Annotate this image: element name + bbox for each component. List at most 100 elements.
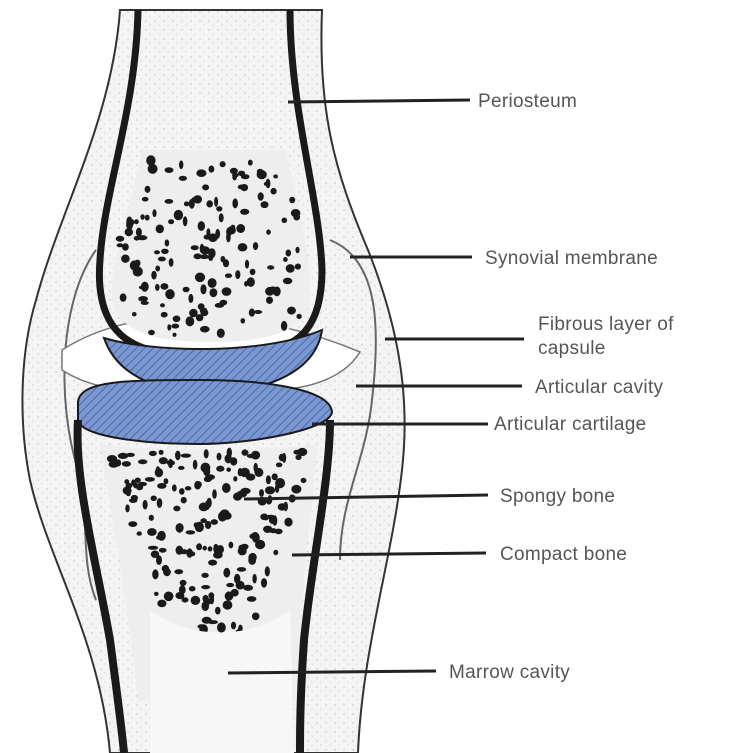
- trabecular-pore: [202, 617, 212, 624]
- trabecular-pore: [263, 526, 272, 533]
- trabecular-pore: [273, 174, 278, 178]
- trabecular-pore: [266, 229, 271, 234]
- trabecular-pore: [134, 219, 139, 224]
- trabecular-pore: [204, 235, 210, 240]
- trabecular-pore: [284, 518, 292, 527]
- trabecular-pore: [131, 495, 138, 501]
- trabecular-pore: [249, 309, 255, 317]
- label-marrow-cavity: Marrow cavity: [449, 662, 570, 683]
- trabecular-pore: [124, 479, 129, 484]
- trabecular-pore: [283, 278, 293, 285]
- trabecular-pore: [191, 245, 199, 250]
- trabecular-pore: [254, 463, 258, 473]
- trabecular-pore: [136, 228, 142, 237]
- trabecular-pore: [225, 273, 232, 278]
- trabecular-pore: [260, 514, 268, 521]
- label-articular-cavity: Articular cavity: [535, 377, 664, 398]
- trabecular-pore: [122, 461, 131, 467]
- trabecular-pore: [252, 574, 256, 584]
- trabecular-pore: [231, 225, 236, 230]
- trabecular-pore: [208, 560, 217, 566]
- trabecular-pore: [165, 239, 170, 246]
- trabecular-pore: [173, 316, 181, 323]
- trabecular-pore: [229, 542, 234, 549]
- trabecular-pore: [203, 546, 207, 551]
- trabecular-pore: [154, 592, 159, 596]
- trabecular-pore: [283, 257, 288, 262]
- trabecular-pore: [197, 624, 205, 628]
- trabecular-pore: [240, 209, 249, 215]
- trabecular-pore: [281, 321, 287, 331]
- label-synovial-membrane: Synovial membrane: [485, 248, 658, 269]
- trabecular-pore: [279, 454, 285, 461]
- trabecular-pore: [206, 200, 213, 207]
- trabecular-pore: [238, 468, 243, 476]
- trabecular-pore: [265, 566, 270, 576]
- trabecular-pore: [173, 333, 177, 337]
- trabecular-pore: [232, 198, 238, 208]
- trabecular-pore: [223, 600, 233, 609]
- trabecular-pore: [237, 567, 246, 572]
- trabecular-pore: [205, 500, 210, 510]
- trabecular-pore: [180, 580, 187, 586]
- trabecular-pore: [176, 523, 184, 533]
- trabecular-pore: [175, 451, 181, 461]
- trabecular-pore: [156, 466, 160, 475]
- trabecular-pore: [196, 169, 206, 177]
- trabecular-pore: [125, 504, 129, 512]
- trabecular-pore: [247, 596, 257, 602]
- trabecular-pore: [287, 307, 296, 315]
- trabecular-pore: [301, 478, 307, 483]
- trabecular-pore: [267, 265, 274, 269]
- trabecular-pore: [220, 300, 228, 306]
- trabecular-pore: [168, 219, 174, 224]
- trabecular-pore: [247, 277, 255, 287]
- trabecular-pore: [193, 460, 198, 470]
- trabecular-pore: [200, 518, 207, 523]
- trabecular-pore: [217, 453, 222, 461]
- trabecular-pore: [183, 216, 188, 226]
- trabecular-pore: [191, 596, 201, 605]
- trabecular-pore: [230, 457, 237, 465]
- trabecular-pore: [159, 450, 164, 455]
- trabecular-pore: [157, 600, 166, 608]
- trabecular-pore: [169, 258, 174, 267]
- trabecular-pore: [218, 511, 227, 521]
- trabecular-pore: [165, 167, 174, 173]
- trabecular-pore: [201, 573, 208, 578]
- trabecular-pore: [235, 270, 240, 279]
- trabecular-pore: [109, 461, 119, 468]
- trabecular-pore: [226, 583, 234, 587]
- trabecular-pore: [149, 515, 154, 521]
- trabecular-pore: [232, 174, 237, 180]
- trabecular-pore: [165, 199, 174, 204]
- trabecular-pore: [245, 260, 249, 269]
- trabecular-pore: [266, 297, 273, 304]
- trabecular-pore: [145, 186, 151, 193]
- trabecular-pore: [214, 197, 218, 207]
- trabecular-pore: [250, 269, 256, 275]
- trabecular-pore: [296, 314, 301, 319]
- trabecular-pore: [231, 622, 236, 630]
- trabecular-pore: [188, 294, 193, 303]
- trabecular-pore: [160, 283, 168, 290]
- trabecular-pore: [160, 303, 165, 307]
- trabecular-pore: [215, 607, 221, 615]
- trabecular-pore: [204, 476, 212, 482]
- trabecular-pore: [201, 463, 211, 473]
- trabecular-pore: [179, 585, 186, 594]
- trabecular-pore: [286, 264, 295, 273]
- trabecular-pore: [146, 155, 155, 165]
- trabecular-pore: [165, 289, 174, 299]
- trabecular-pore: [289, 197, 295, 203]
- trabecular-pore: [118, 453, 128, 459]
- trabecular-pore: [141, 301, 149, 305]
- marrow-cavity-leader: [228, 671, 436, 673]
- trabecular-pore: [204, 449, 209, 458]
- trabecular-pore: [222, 484, 226, 489]
- trabecular-pore: [272, 473, 278, 480]
- trabecular-pore: [164, 592, 174, 602]
- trabecular-pore: [265, 486, 275, 494]
- trabecular-pore: [203, 308, 208, 315]
- trabecular-pore: [238, 243, 248, 251]
